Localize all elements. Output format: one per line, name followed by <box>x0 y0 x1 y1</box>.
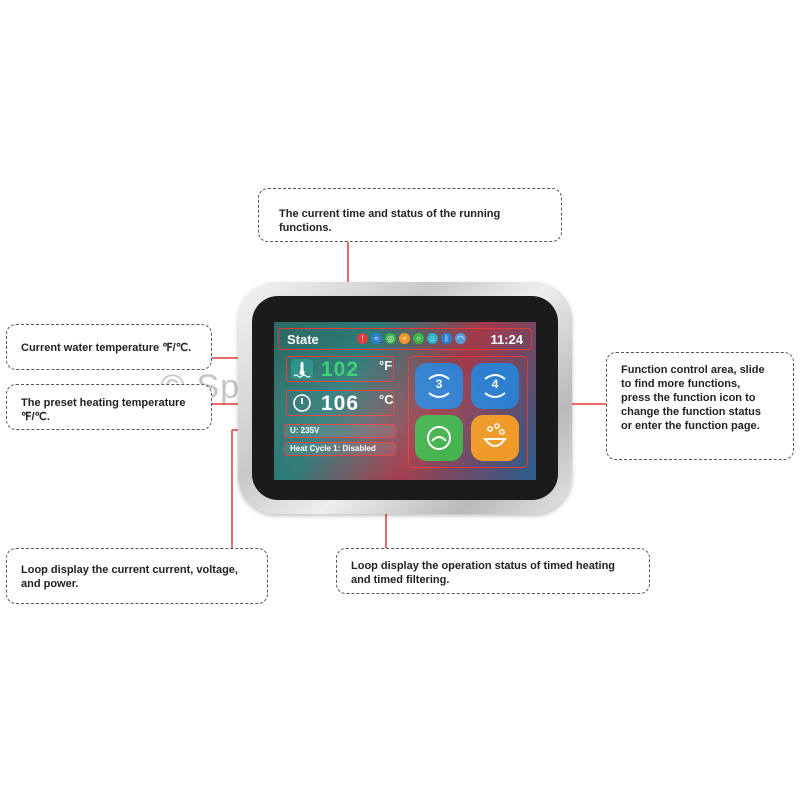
jet-3-number: 3 <box>435 377 443 391</box>
heat-cycle-info-box: Heat Cycle 1: Disabled <box>284 442 396 456</box>
filter-button[interactable] <box>415 415 463 461</box>
callout-line: The preset heating temperature <box>21 397 186 409</box>
status-icons: ! ≈ ◎ ∘ ○ ♨ ᛒ ◠ <box>357 333 466 344</box>
wifi-icon: ◠ <box>455 333 466 344</box>
callout-line: change the function status <box>621 406 761 418</box>
function-control-area: 3 4 <box>408 356 528 468</box>
callout-line: functions. <box>279 222 332 234</box>
alert-icon: ! <box>357 333 368 344</box>
callout-line: Loop display the current current, voltag… <box>21 564 238 576</box>
filter-status-icon: ◎ <box>385 333 396 344</box>
ozone-status-icon: ○ <box>413 333 424 344</box>
jet-4-number: 4 <box>491 377 499 391</box>
current-temp-display: 102 °F <box>286 356 394 382</box>
callout-line: to find more functions, <box>621 378 741 390</box>
callout-line: Function control area, slide <box>621 364 765 376</box>
jet-swirl-icon <box>484 374 506 398</box>
callout-preset-temp: The preset heating temperature ℉/℃. <box>6 384 212 430</box>
clock-time: 11:24 <box>490 332 523 347</box>
callout-line: or enter the function page. <box>621 420 760 432</box>
callout-time-status: The current time and status of the runni… <box>258 188 562 242</box>
callout-line: Current water temperature ℉/℃. <box>21 342 192 354</box>
callout-heat-loop: Loop display the operation status of tim… <box>336 548 650 594</box>
callout-line: The current time and status of the runni… <box>279 208 501 220</box>
callout-line: press the function icon to <box>621 392 756 404</box>
callout-function-area: Function control area, slide to find mor… <box>606 352 794 460</box>
touch-screen: State ! ≈ ◎ ∘ ○ ♨ ᛒ ◠ 11:24 102 °F <box>274 322 536 480</box>
preset-temp-display[interactable]: 106 °C <box>286 390 394 416</box>
jet-3-button[interactable]: 3 <box>415 363 463 409</box>
jet-status-icon: ≈ <box>371 333 382 344</box>
preset-temp-unit: °C <box>379 392 394 407</box>
jet-swirl-icon <box>428 374 450 398</box>
thermometer-water-icon <box>291 359 313 379</box>
callout-power-loop: Loop display the current current, voltag… <box>6 548 268 604</box>
heat-status-icon: ♨ <box>427 333 438 344</box>
callout-line: and power. <box>21 578 79 590</box>
state-label: State <box>287 332 319 347</box>
bubbles-icon <box>483 423 507 447</box>
bluetooth-icon: ᛒ <box>441 333 452 344</box>
callout-line: and timed filtering. <box>351 574 450 586</box>
preset-temp-value: 106 <box>321 392 360 415</box>
current-temp-value: 102 <box>321 358 360 381</box>
bubbles-button[interactable] <box>471 415 519 461</box>
callout-current-temp: Current water temperature ℉/℃. <box>6 324 212 370</box>
filter-cycle-icon <box>427 426 451 450</box>
callout-line: Loop display the operation status of tim… <box>351 560 616 572</box>
blower-status-icon: ∘ <box>399 333 410 344</box>
current-temp-unit: °F <box>379 358 393 373</box>
callout-line: ℉/℃. <box>21 411 50 423</box>
power-heat-icon <box>291 393 313 413</box>
status-bar: State ! ≈ ◎ ∘ ○ ♨ ᛒ ◠ 11:24 <box>278 328 532 350</box>
power-info-box: U: 235V <box>284 424 396 438</box>
jet-4-button[interactable]: 4 <box>471 363 519 409</box>
